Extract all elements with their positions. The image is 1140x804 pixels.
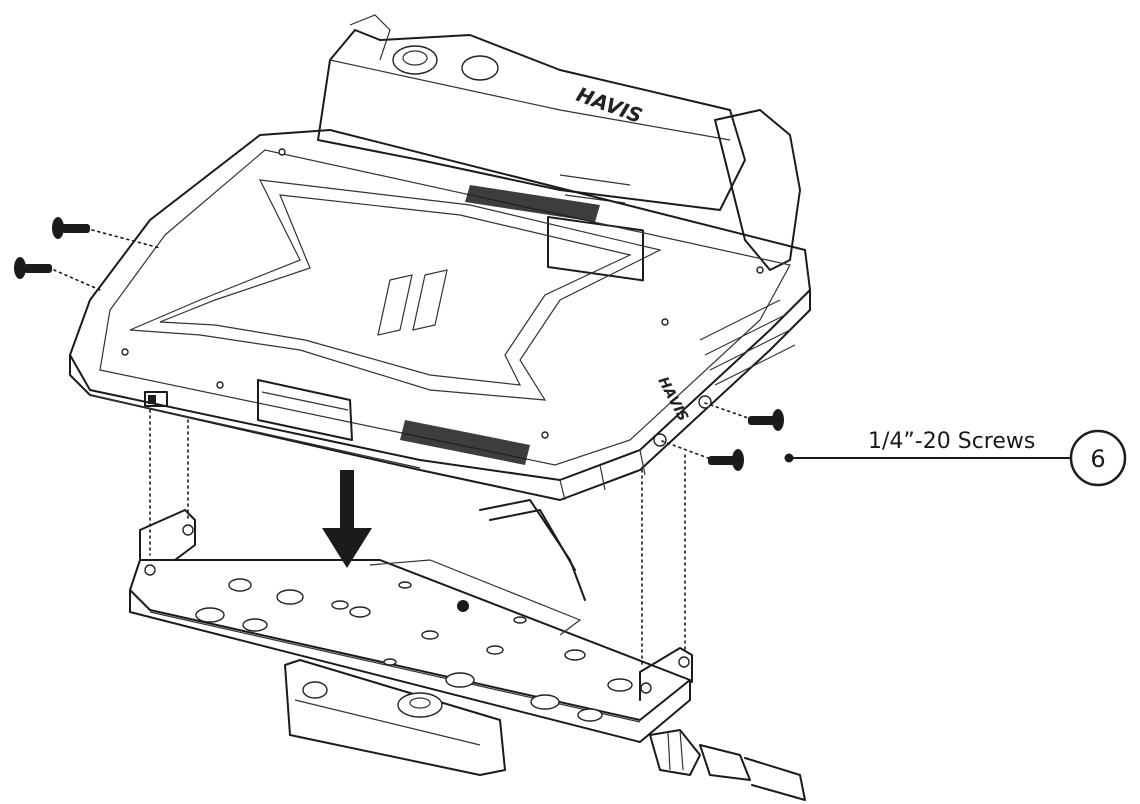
callout-number: 6 xyxy=(1090,445,1105,473)
side-logo-text: HAVIS xyxy=(654,374,691,424)
cable-connector xyxy=(649,729,806,801)
callout-label: 1/4”-20 Screws xyxy=(868,429,1035,454)
lower-clamp xyxy=(284,659,506,776)
mounting-bracket xyxy=(129,509,693,743)
screw-callout: 1/4”-20 Screws 6 xyxy=(784,429,1127,487)
right-screw-bottom xyxy=(708,449,744,471)
right-screw-top xyxy=(748,409,784,431)
left-screw-bottom xyxy=(14,257,52,279)
left-screw-top xyxy=(52,217,90,239)
down-arrow-icon xyxy=(322,470,372,568)
callout-number-icon xyxy=(1069,429,1127,487)
rear-logo-text: HAVIS xyxy=(573,82,645,128)
